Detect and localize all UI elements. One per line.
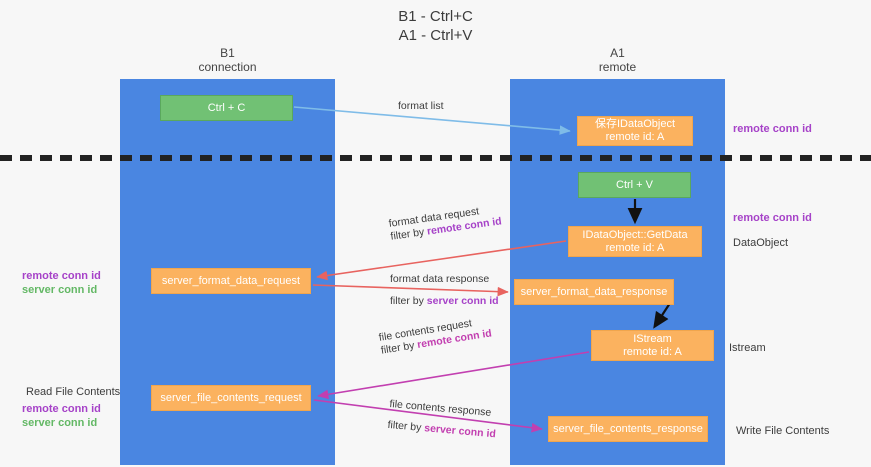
arrow-format-data-response bbox=[312, 284, 509, 297]
title-line-1: B1 - Ctrl+C bbox=[398, 8, 473, 25]
lane-header-b1: B1 connection bbox=[120, 46, 335, 74]
box-server-file-contents-request[interactable]: server_file_contents_request bbox=[151, 385, 311, 411]
annotation-left-server-conn-id-mid: server conn id bbox=[22, 284, 98, 296]
box-idataobject-getdata-line1: IDataObject::GetData bbox=[582, 228, 688, 241]
box-istream-line2: remote id: A bbox=[623, 345, 682, 358]
caption-format-data-response: format data response filter by server co… bbox=[390, 273, 499, 308]
box-save-idataobject[interactable]: 保存IDataObject remote id: A bbox=[577, 116, 693, 146]
caption-format-data-response-key: server conn id bbox=[426, 295, 499, 307]
arrow-format-data-request bbox=[316, 240, 567, 281]
box-save-idataobject-line1: 保存IDataObject bbox=[594, 118, 676, 130]
lane-header-b1-name: B1 bbox=[220, 46, 235, 60]
arrow-file-contents-response bbox=[313, 399, 543, 433]
box-ctrl-v-label: Ctrl + V bbox=[616, 178, 653, 191]
box-server-file-contents-response[interactable]: server_file_contents_response bbox=[548, 416, 708, 442]
box-save-idataobject-line2: remote id: A bbox=[605, 131, 665, 143]
box-ctrl-c-label: Ctrl + C bbox=[207, 101, 246, 114]
annotation-remote-conn-id-top: remote conn id bbox=[733, 123, 812, 135]
arrow-file-contents-request bbox=[317, 351, 590, 400]
lane-header-b1-role: connection bbox=[198, 60, 257, 74]
caption-file-contents-response-prefix: filter by bbox=[387, 418, 425, 435]
box-server-format-data-request[interactable]: server_format_data_request bbox=[151, 268, 311, 294]
box-istream-line1: IStream bbox=[633, 332, 672, 345]
annotation-write-file-contents: Write File Contents bbox=[736, 425, 830, 437]
title-line-2: A1 - Ctrl+V bbox=[398, 27, 473, 44]
caption-format-list: format list bbox=[398, 100, 444, 112]
box-server-file-contents-request-label: server_file_contents_request bbox=[160, 391, 302, 404]
annotation-istream: Istream bbox=[729, 342, 766, 354]
box-server-format-data-request-label: server_format_data_request bbox=[161, 274, 301, 287]
box-server-file-contents-response-label: server_file_contents_response bbox=[553, 422, 703, 435]
annotation-remote-conn-id-mid: remote conn id bbox=[733, 212, 812, 224]
box-idataobject-getdata-line2: remote id: A bbox=[605, 241, 665, 254]
box-ctrl-c[interactable]: Ctrl + C bbox=[160, 95, 293, 121]
box-ctrl-v[interactable]: Ctrl + V bbox=[578, 172, 691, 198]
annotation-left-remote-conn-id-bottom: remote conn id bbox=[22, 403, 101, 415]
arrow-format-list bbox=[293, 106, 571, 135]
lane-header-a1: A1 remote bbox=[510, 46, 725, 74]
annotation-read-file-contents: Read File Contents bbox=[26, 386, 121, 398]
caption-format-data-response-prefix: filter by bbox=[390, 295, 427, 307]
box-server-format-data-response-label: server_format_data_response bbox=[520, 285, 668, 298]
annotation-left-server-conn-id-bottom: server conn id bbox=[22, 417, 98, 429]
caption-format-data-response-line2: filter by server conn id bbox=[390, 295, 499, 308]
phase-separator-dashed-line bbox=[0, 155, 871, 161]
lane-header-a1-role: remote bbox=[598, 60, 637, 74]
annotation-dataobject: DataObject bbox=[733, 237, 789, 249]
caption-format-data-response-line1: format data response bbox=[390, 273, 490, 285]
box-server-format-data-response[interactable]: server_format_data_response bbox=[514, 279, 674, 305]
lane-header-a1-name: A1 bbox=[610, 46, 625, 60]
box-istream[interactable]: IStream remote id: A bbox=[591, 330, 714, 361]
box-idataobject-getdata[interactable]: IDataObject::GetData remote id: A bbox=[568, 226, 702, 257]
annotation-left-remote-conn-id-mid: remote conn id bbox=[22, 270, 101, 282]
diagram-title: B1 - Ctrl+C A1 - Ctrl+V bbox=[0, 7, 871, 45]
